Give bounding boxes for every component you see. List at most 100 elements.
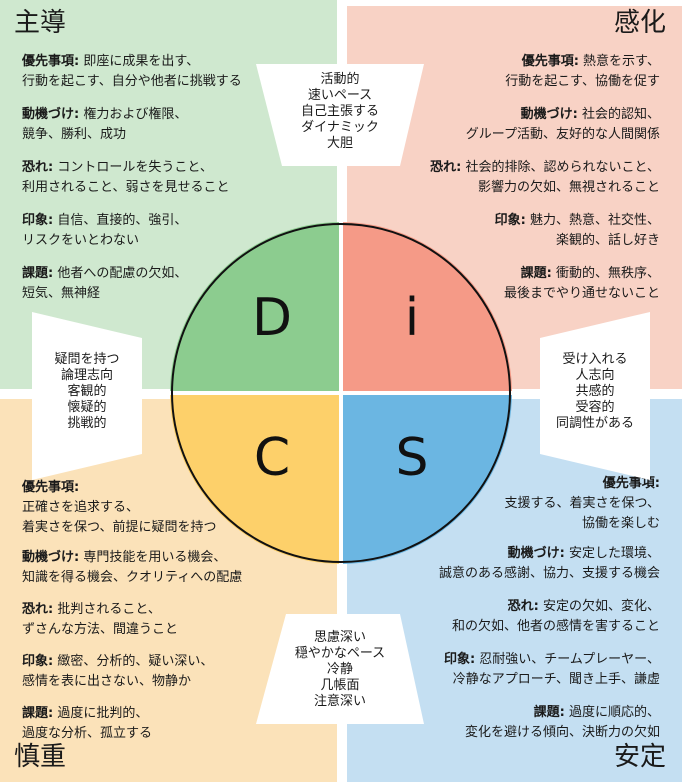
i-block-impression: 印象: 魅力、熱意、社交性、 楽観的、話し好き bbox=[495, 211, 660, 251]
d-motivation-label: 動機づけ: bbox=[22, 107, 80, 122]
s-priority-line2: 協働を楽しむ bbox=[581, 516, 660, 531]
i-motivation-label: 動機づけ: bbox=[520, 107, 578, 122]
trait-right-4: 同調性がある bbox=[555, 416, 634, 431]
d-priority-line1: 即座に成果を出す、 bbox=[83, 54, 200, 69]
c-motivation-label: 動機づけ: bbox=[22, 550, 80, 565]
d-impression-line2: リスクをいとわない bbox=[22, 233, 140, 248]
disc-circle bbox=[170, 222, 512, 564]
i-impression-line2: 楽観的、話し好き bbox=[555, 233, 660, 248]
c-block-motivation: 動機づけ: 専門技能を用いる機会、 知識を得る機会、クオリティへの配慮 bbox=[22, 548, 242, 588]
i-motivation-line2: グループ活動、友好的な人間関係 bbox=[465, 127, 660, 142]
trait-bottom-3: 几帳面 bbox=[320, 678, 360, 693]
s-motivation-line1: 安定した環境、 bbox=[568, 546, 660, 561]
s-impression-line1: 忍耐強い、チームプレーヤー、 bbox=[479, 652, 660, 667]
d-fear-line2: 利用されること、弱さを見せること bbox=[22, 180, 230, 195]
trait-right-1: 人志向 bbox=[575, 368, 615, 383]
d-block-motivation: 動機づけ: 権力および権限、 競争、勝利、成功 bbox=[22, 105, 187, 145]
trait-bottom-1: 穏やかなペース bbox=[294, 646, 386, 661]
i-challenge-line1: 衝動的、無秩序、 bbox=[555, 266, 660, 281]
letter-d: D bbox=[251, 288, 293, 348]
c-impression-line1: 緻密、分析的、疑い深い、 bbox=[57, 654, 214, 669]
c-challenge-line1: 過度に批判的、 bbox=[57, 706, 149, 721]
d-challenge-label: 課題: bbox=[22, 266, 54, 281]
i-challenge-line2: 最後までやり通せないこと bbox=[503, 286, 660, 301]
c-fear-line1: 批判されること、 bbox=[57, 602, 161, 617]
s-motivation-label: 動機づけ: bbox=[507, 546, 565, 561]
i-fear-label: 恐れ: bbox=[430, 160, 462, 175]
left-trapezoid bbox=[32, 312, 142, 480]
i-motivation-line1: 社会的認知、 bbox=[581, 107, 660, 122]
s-challenge-line1: 過度に順応的、 bbox=[568, 705, 660, 720]
s-fear-label: 恐れ: bbox=[507, 599, 539, 614]
trait-left-1: 論理志向 bbox=[60, 368, 113, 383]
title-dominance: 主導 bbox=[14, 8, 67, 38]
i-fear-line1: 社会的排除、認められないこと、 bbox=[465, 160, 660, 175]
letter-c: C bbox=[253, 428, 291, 488]
right-trapezoid bbox=[540, 312, 650, 480]
i-block-motivation: 動機づけ: 社会的認知、 グループ活動、友好的な人間関係 bbox=[466, 105, 660, 145]
d-block-impression: 印象: 自信、直接的、強引、 リスクをいとわない bbox=[22, 211, 187, 251]
c-priority-label: 優先事項: bbox=[22, 480, 80, 495]
trait-top-3: ダイナミック bbox=[301, 120, 379, 135]
i-impression-line1: 魅力、熱意、社交性、 bbox=[529, 213, 660, 228]
i-fear-line2: 影響力の欠如、無視されること bbox=[477, 180, 660, 195]
c-priority-line1: 正確さを追求する、 bbox=[22, 500, 140, 515]
trait-left-2: 客観的 bbox=[67, 384, 107, 399]
trait-left-0: 疑問を持つ bbox=[54, 352, 120, 367]
trait-top-4: 大胆 bbox=[326, 136, 353, 151]
letter-i: i bbox=[404, 288, 420, 348]
s-priority-line1: 支援する、着実さを保つ、 bbox=[504, 496, 660, 511]
i-block-challenge: 課題: 衝動的、無秩序、 最後までやり通せないこと bbox=[504, 264, 660, 304]
c-challenge-line2: 過度な分析、孤立する bbox=[22, 726, 153, 741]
c-motivation-line2: 知識を得る機会、クオリティへの配慮 bbox=[22, 570, 243, 585]
s-block-impression: 印象: 忍耐強い、チームプレーヤー、 冷静なアプローチ、聞き上手、謙虚 bbox=[444, 650, 660, 690]
trait-top-1: 速いペース bbox=[307, 88, 373, 103]
traits-left: 疑問を持つ 論理志向 客観的 懐疑的 挑戦的 bbox=[34, 352, 140, 432]
trait-bottom-2: 冷静 bbox=[326, 662, 353, 677]
circle-outline bbox=[171, 223, 511, 563]
d-priority-line2: 行動を起こす、自分や他者に挑戦する bbox=[22, 74, 242, 89]
s-impression-line2: 冷静なアプローチ、聞き上手、謙虚 bbox=[452, 672, 660, 687]
traits-bottom: 思慮深い 穏やかなペース 冷静 几帳面 注意深い bbox=[270, 630, 410, 710]
trait-top-2: 自己主張する bbox=[300, 104, 379, 119]
i-challenge-label: 課題: bbox=[520, 266, 552, 281]
i-impression-label: 印象: bbox=[494, 213, 526, 228]
i-priority-label: 優先事項: bbox=[521, 54, 579, 69]
top-trapezoid bbox=[256, 64, 424, 166]
traits-right: 受け入れる 人志向 共感的 受容的 同調性がある bbox=[540, 352, 650, 432]
c-challenge-label: 課題: bbox=[22, 706, 54, 721]
s-fear-line1: 安定の欠如、変化、 bbox=[542, 599, 660, 614]
d-motivation-line2: 競争、勝利、成功 bbox=[22, 127, 127, 142]
c-block-challenge: 課題: 過度に批判的、 過度な分析、孤立する bbox=[22, 704, 152, 744]
d-impression-line1: 自信、直接的、強引、 bbox=[57, 213, 188, 228]
wedge-steadiness bbox=[341, 393, 512, 564]
trait-right-3: 受容的 bbox=[575, 400, 615, 415]
c-impression-line2: 感情を表に出さない、物静か bbox=[22, 674, 192, 689]
trait-left-4: 挑戦的 bbox=[67, 416, 107, 431]
trait-bottom-4: 注意深い bbox=[313, 694, 366, 709]
trait-right-2: 共感的 bbox=[575, 384, 615, 399]
s-motivation-line2: 誠意のある感謝、協力、支援する機会 bbox=[438, 566, 660, 581]
i-priority-line1: 熱意を示す、 bbox=[583, 54, 660, 69]
c-block-impression: 印象: 緻密、分析的、疑い深い、 感情を表に出さない、物静か bbox=[22, 652, 213, 692]
wedge-conscientiousness bbox=[170, 393, 341, 564]
s-impression-label: 印象: bbox=[443, 652, 476, 667]
d-block-challenge: 課題: 他者への配慮の欠如、 短気、無神経 bbox=[22, 264, 187, 304]
title-influence: 感化 bbox=[613, 8, 666, 38]
s-block-motivation: 動機づけ: 安定した環境、 誠意のある感謝、協力、支援する機会 bbox=[439, 544, 660, 584]
d-fear-label: 恐れ: bbox=[22, 160, 54, 175]
s-challenge-label: 課題: bbox=[533, 705, 565, 720]
wedge-influence bbox=[341, 222, 512, 393]
c-impression-label: 印象: bbox=[22, 654, 54, 669]
letter-s: S bbox=[395, 428, 429, 488]
s-priority-label: 優先事項: bbox=[602, 476, 660, 491]
traits-top: 活動的 速いペース 自己主張する ダイナミック 大胆 bbox=[270, 72, 410, 152]
s-block-fear: 恐れ: 安定の欠如、変化、 和の欠如、他者の感情を害すること bbox=[452, 597, 660, 637]
d-block-fear: 恐れ: コントロールを失うこと、 利用されること、弱さを見せること bbox=[22, 158, 229, 198]
i-block-priority: 優先事項: 熱意を示す、 行動を起こす、協働を促す bbox=[505, 52, 660, 92]
d-challenge-line1: 他者への配慮の欠如、 bbox=[57, 266, 188, 281]
c-fear-label: 恐れ: bbox=[22, 602, 54, 617]
s-challenge-line2: 変化を避ける傾向、決断力の欠如 bbox=[464, 725, 660, 740]
trait-left-3: 懐疑的 bbox=[67, 400, 107, 415]
trait-bottom-0: 思慮深い bbox=[313, 630, 366, 645]
